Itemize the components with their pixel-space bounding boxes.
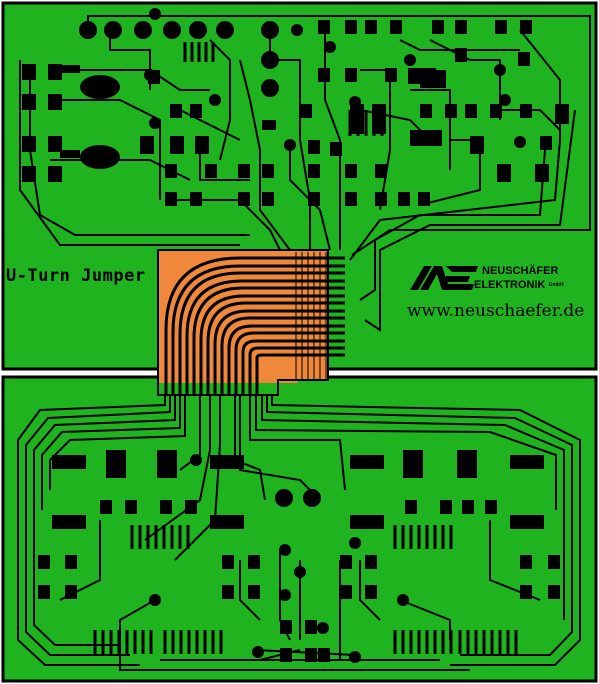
- board-title: U-Turn Jumper: [6, 266, 146, 286]
- brand-name-line1: NEUSCHÄFER: [482, 265, 559, 277]
- ic-pin-rows: [93, 525, 518, 654]
- brand-suffix: GmbH: [548, 282, 564, 289]
- brand-name-line2-text: ELEKTRONIK: [474, 279, 546, 291]
- upper-ic-pins: [183, 42, 384, 136]
- website-url: www.neuschaefer.de: [407, 301, 585, 321]
- lower-pads: [38, 450, 560, 663]
- flex-jumper: [157, 249, 345, 396]
- neuschaefer-logo-icon: [410, 266, 478, 290]
- lower-traces: [17, 395, 581, 671]
- brand-name-line2: ELEKTRONIK GmbH: [474, 279, 564, 291]
